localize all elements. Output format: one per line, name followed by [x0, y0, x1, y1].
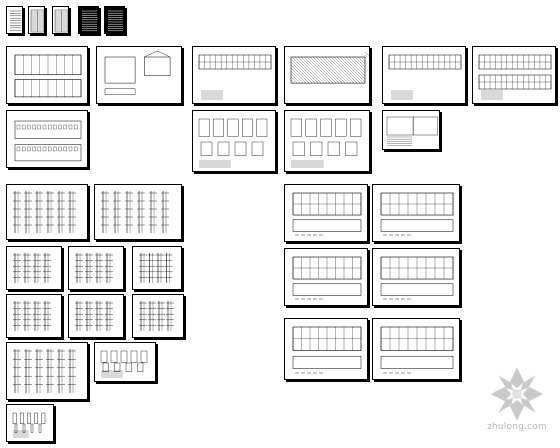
drawing-sheet-linework [380, 256, 454, 300]
drawing-sheet-thumbnail[interactable] [284, 318, 368, 380]
drawing-sheet-thumbnail[interactable] [192, 110, 276, 172]
drawing-sheet-linework [75, 253, 113, 283]
drawing-sheet-thumbnail[interactable] [284, 110, 370, 172]
drawing-sheet-thumbnail[interactable] [372, 318, 460, 380]
drawing-sheet-thumbnail[interactable] [6, 184, 88, 240]
drawing-sheet-thumbnail[interactable] [68, 246, 124, 290]
drawing-sheet-linework [101, 191, 169, 233]
drawing-sheet-thumbnail[interactable] [132, 246, 182, 290]
drawing-sheet-linework [292, 326, 362, 374]
drawing-sheet-thumbnail[interactable] [6, 110, 88, 168]
drawing-sheet-linework [13, 253, 51, 283]
drawing-sheet-linework [198, 54, 272, 100]
drawing-sheet-linework [292, 192, 362, 236]
drawing-sheet-linework [13, 191, 76, 233]
drawing-sheet-linework [100, 350, 148, 378]
drawing-sheet-linework [380, 192, 454, 236]
drawing-sheet-thumbnail[interactable] [104, 6, 125, 34]
drawing-sheet-thumbnail[interactable] [68, 294, 124, 338]
drawing-sheet-thumbnail[interactable] [284, 184, 368, 242]
drawing-sheet-thumbnail[interactable] [382, 46, 466, 104]
drawing-sheet-linework [10, 10, 21, 31]
drawing-sheet-thumbnail[interactable] [96, 46, 182, 104]
drawing-sheet-thumbnail[interactable] [372, 248, 460, 306]
drawing-sheet-linework [292, 256, 362, 300]
drawing-sheet-thumbnail[interactable] [6, 342, 88, 400]
drawing-sheet-linework [54, 9, 68, 33]
drawing-sheet-thumbnail[interactable] [6, 246, 62, 290]
drawing-sheet-thumbnail[interactable] [78, 6, 99, 34]
drawing-sheet-thumbnail[interactable] [372, 184, 460, 242]
drawing-sheet-linework [13, 301, 51, 331]
drawing-sheet-linework [386, 116, 438, 146]
drawing-sheet-thumbnail[interactable] [192, 46, 276, 104]
drawing-sheet-thumbnail[interactable] [472, 46, 556, 104]
drawing-sheet-linework [12, 412, 46, 438]
drawing-sheet-linework [82, 10, 97, 32]
drawing-sheet-thumbnail[interactable] [94, 342, 156, 382]
drawing-sheet-thumbnail[interactable] [52, 6, 69, 34]
drawing-sheet-linework [139, 301, 174, 331]
drawing-sheet-linework [380, 326, 454, 374]
drawing-sheet-thumbnail[interactable] [6, 404, 54, 442]
drawing-sheet-linework [198, 118, 268, 168]
drawing-sheet-linework [104, 50, 171, 95]
drawing-sheet-thumbnail[interactable] [382, 110, 440, 150]
drawing-sheet-thumbnail[interactable] [6, 6, 23, 34]
drawing-sheet-linework [388, 54, 462, 100]
drawing-sheet-thumbnail[interactable] [284, 248, 368, 306]
drawing-sheet-linework [290, 118, 362, 168]
drawing-sheet-linework [139, 253, 173, 283]
drawing-sheet-linework [75, 301, 113, 331]
drawing-sheet-linework [108, 10, 123, 32]
drawing-sheet-linework [30, 9, 44, 33]
drawing-sheet-linework [14, 54, 82, 98]
drawing-sheet-linework [478, 54, 552, 100]
drawing-sheet-thumbnail[interactable] [132, 294, 184, 338]
drawing-sheet-thumbnail[interactable] [6, 294, 62, 338]
drawing-sheet-linework [290, 51, 369, 84]
drawing-sheet-linework [14, 120, 82, 162]
drawing-sheet-thumbnail[interactable] [28, 6, 45, 34]
drawing-sheet-thumbnail[interactable] [94, 184, 182, 240]
drawing-sheet-linework [13, 349, 76, 393]
drawing-sheet-thumbnail[interactable] [284, 46, 370, 104]
drawing-sheet-thumbnail[interactable] [6, 46, 88, 104]
